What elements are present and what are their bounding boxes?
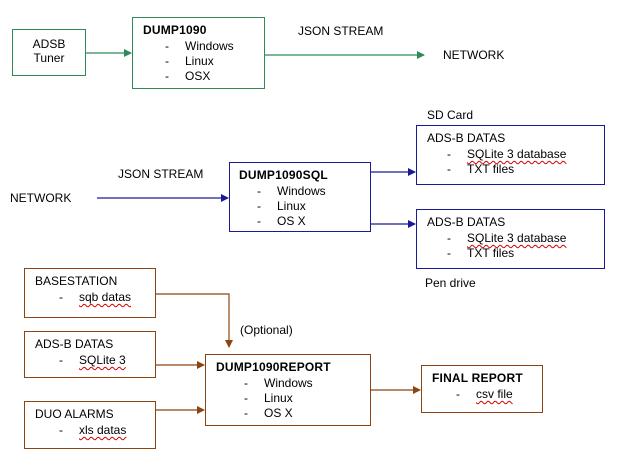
adsb-datas-report-title: ADS-B DATAS — [35, 337, 114, 351]
arrow-basestation-to-report — [156, 293, 233, 348]
dump1090sql-box: DUMP1090SQL Windows Linux OS X — [229, 162, 371, 232]
basestation-title: BASESTATION — [35, 274, 118, 288]
dump1090report-item-windows: Windows — [234, 376, 370, 391]
json-stream-label-mid: JSON STREAM — [118, 167, 204, 181]
final-report-item-csv: csv file — [446, 387, 542, 402]
adsb-datas-pen-title: ADS-B DATAS — [427, 215, 506, 229]
adsb-tuner-line1: ADSB — [32, 37, 66, 51]
basestation-box: BASESTATION sqb datas — [24, 268, 156, 318]
dump1090report-title: DUMP1090REPORT — [216, 360, 331, 374]
adsb-datas-pen-item-sqlite: SQLite 3 database — [437, 231, 604, 246]
dump1090sql-item-linux: Linux — [247, 199, 370, 214]
dump1090-item-linux: Linux — [155, 54, 264, 69]
adsb-tuner-box: ADSB Tuner — [12, 29, 86, 76]
dump1090report-item-linux: Linux — [234, 391, 370, 406]
optional-label: (Optional) — [240, 323, 293, 337]
dump1090sql-item-osx: OS X — [247, 214, 370, 229]
adsb-datas-sd-item-txt: TXT files — [437, 162, 604, 177]
duo-alarms-title: DUO ALARMS — [35, 407, 114, 421]
adsb-datas-sd-box: ADS-B DATAS SQLite 3 database TXT files — [416, 125, 605, 185]
json-stream-label-top: JSON STREAM — [298, 24, 384, 38]
dump1090-title: DUMP1090 — [143, 23, 207, 37]
duo-alarms-item-xls: xls datas — [49, 423, 155, 438]
adsb-datas-pen-item-txt: TXT files — [437, 246, 604, 261]
dump1090-box: DUMP1090 Windows Linux OSX — [132, 17, 265, 89]
dump1090sql-title: DUMP1090SQL — [239, 168, 328, 182]
basestation-sqb-text: sqb datas — [79, 290, 132, 304]
duo-alarms-xls-text: xls datas — [79, 423, 127, 437]
dump1090report-item-osx: OS X — [234, 406, 370, 421]
final-report-csv-text: csv file — [476, 387, 513, 401]
network-label-top: NETWORK — [443, 48, 505, 62]
network-label-mid: NETWORK — [10, 191, 72, 205]
dump1090-item-windows: Windows — [155, 39, 264, 54]
final-report-box: FINAL REPORT csv file — [421, 365, 543, 413]
dump1090sql-item-windows: Windows — [247, 184, 370, 199]
duo-alarms-box: DUO ALARMS xls datas — [24, 401, 156, 449]
pen-drive-label: Pen drive — [425, 276, 476, 290]
dump1090report-box: DUMP1090REPORT Windows Linux OS X — [205, 354, 371, 426]
adsb-datas-sd-sqlite-text: SQLite 3 database — [467, 147, 567, 161]
adsb-datas-pen-box: ADS-B DATAS SQLite 3 database TXT files — [416, 209, 605, 269]
adsb-datas-report-box: ADS-B DATAS SQLite 3 — [24, 331, 156, 378]
adsb-datas-pen-sqlite-text: SQLite 3 database — [467, 231, 567, 245]
final-report-title: FINAL REPORT — [432, 371, 523, 385]
sd-card-label: SD Card — [427, 108, 474, 122]
adsb-datas-report-sqlite-text: SQLite 3 — [79, 353, 126, 367]
basestation-item-sqb: sqb datas — [49, 290, 155, 305]
dump1090-item-osx: OSX — [155, 69, 264, 84]
adsb-datas-sd-title: ADS-B DATAS — [427, 131, 506, 145]
adsb-datas-sd-item-sqlite: SQLite 3 database — [437, 147, 604, 162]
adsb-datas-report-item-sqlite: SQLite 3 — [49, 353, 155, 368]
adsb-tuner-line2: Tuner — [33, 51, 65, 65]
